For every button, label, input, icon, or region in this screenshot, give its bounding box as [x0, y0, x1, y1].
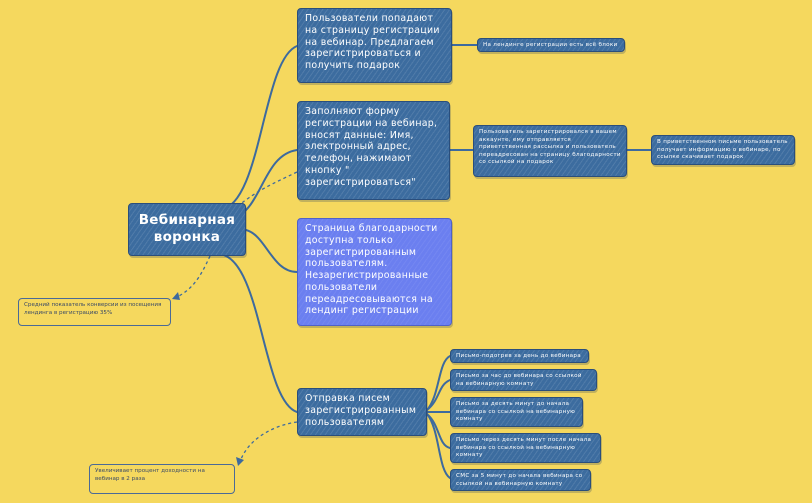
branch-node-4[interactable]: Отправка писем зарегистрированным пользо…	[297, 388, 427, 436]
dashed-link-extra	[237, 171, 298, 207]
link-branch4-child2	[426, 379, 451, 411]
root-label: Вебинарная воронка	[138, 212, 236, 245]
branch-4-label: Отправка писем зарегистрированным пользо…	[305, 393, 417, 428]
link-branch4-child1	[426, 355, 451, 411]
link-root-branch3	[245, 229, 298, 273]
child-node-4-2[interactable]: Письмо за час до вебинара со ссылкой на …	[450, 369, 597, 391]
child-node-4-5[interactable]: СМС за 5 минут до начала вебинара со ссы…	[450, 469, 591, 491]
child-node-4-3[interactable]: Письмо за десять минут до начала вебинар…	[450, 397, 583, 427]
child-4-5-label: СМС за 5 минут до начала вебинара со ссы…	[456, 473, 583, 487]
child-4-1-label: Письмо-подогрев за день до вебинара	[456, 353, 581, 359]
child-node-1-1[interactable]: На лендинге регистрации есть всё блоки	[477, 38, 625, 52]
root-node[interactable]: Вебинарная воронка	[128, 203, 246, 256]
child-2-1-label: Пользователь зарегистрировался в вашем а…	[479, 129, 621, 166]
link-branch4-child5	[426, 413, 451, 479]
child-node-4-1[interactable]: Письмо-подогрев за день до вебинара	[450, 349, 589, 363]
child-node-2-1[interactable]: Пользователь зарегистрировался в вашем а…	[473, 125, 627, 177]
arrowhead-profit	[236, 457, 244, 466]
grandchild-node-2-1-1[interactable]: В приветственном письме пользователь пол…	[651, 135, 795, 165]
child-4-3-label: Письмо за десять минут до начала вебинар…	[456, 401, 576, 423]
child-node-4-4[interactable]: Письмо через десять минут после начала в…	[450, 433, 601, 463]
grandchild-2-1-1-label: В приветственном письме пользователь пол…	[657, 139, 788, 161]
arrowhead-conversion	[172, 292, 180, 300]
link-root-branch4	[219, 253, 298, 413]
branch-node-1[interactable]: Пользователи попадают на страницу регист…	[297, 8, 452, 83]
branch-1-label: Пользователи попадают на страницу регист…	[305, 13, 440, 71]
branch-node-2[interactable]: Заполняют форму регистрации на вебинар, …	[297, 101, 450, 200]
branch-2-label: Заполняют форму регистрации на вебинар, …	[305, 106, 438, 188]
conversion-note-text: Средний показатель конверсии из посещени…	[24, 302, 162, 316]
branch-node-3[interactable]: Страница благодарности доступна только з…	[297, 218, 452, 326]
child-4-4-label: Письмо через десять минут после начала в…	[456, 437, 592, 459]
profit-note[interactable]: Увеличивает процент доходности на вебина…	[89, 464, 235, 494]
profit-note-text: Увеличивает процент доходности на вебина…	[95, 468, 205, 482]
child-4-2-label: Письмо за час до вебинара со ссылкой на …	[456, 373, 582, 387]
conversion-note[interactable]: Средний показатель конверсии из посещени…	[18, 298, 171, 326]
link-root-branch1	[219, 45, 298, 211]
dashed-link-profit	[239, 421, 298, 463]
branch-3-label: Страница благодарности доступна только з…	[305, 223, 438, 317]
dashed-link-conversion	[174, 255, 211, 299]
child-1-1-label: На лендинге регистрации есть всё блоки	[483, 42, 618, 48]
